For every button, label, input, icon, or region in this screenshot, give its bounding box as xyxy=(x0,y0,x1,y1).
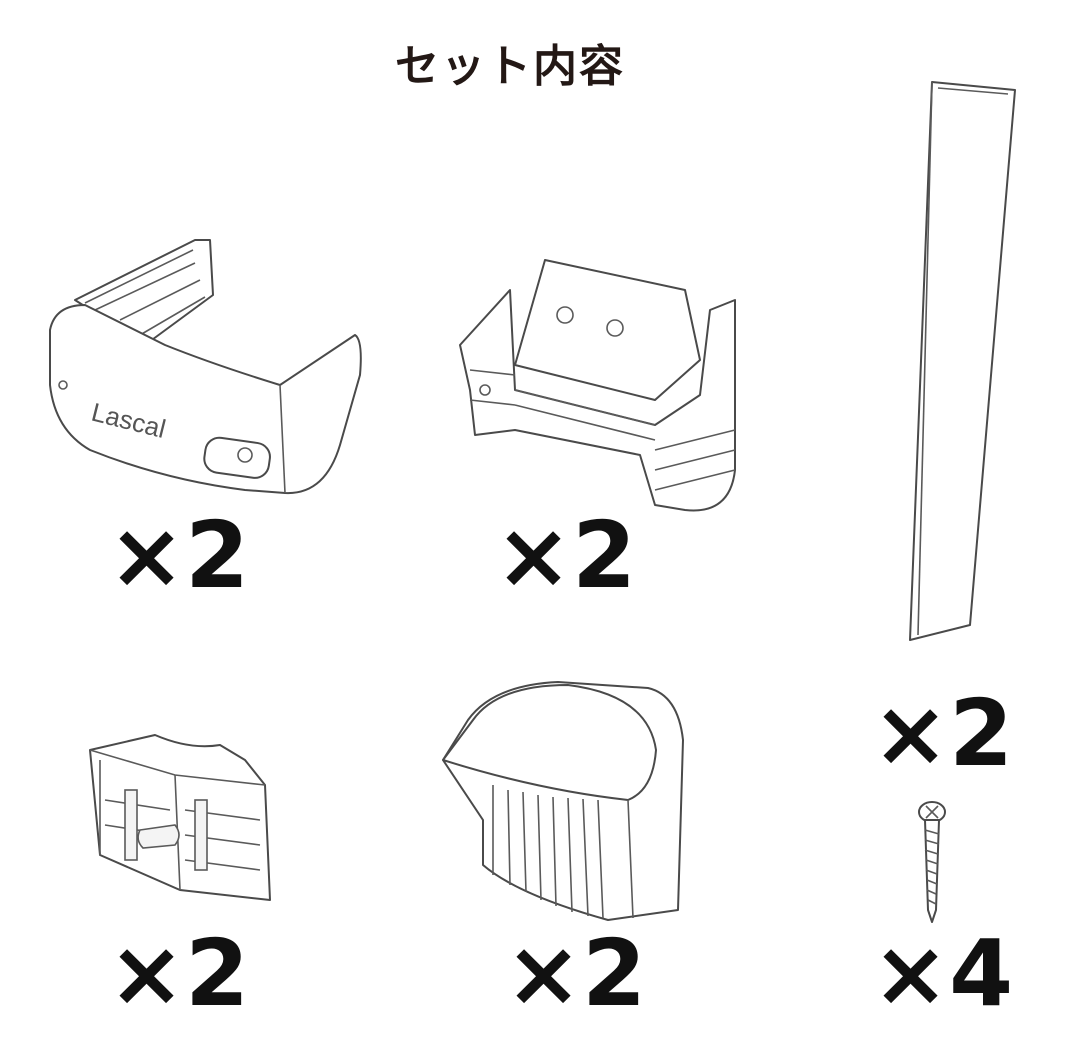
corner-clip-icon: Lascal xyxy=(49,239,362,495)
screw-icon xyxy=(918,801,946,923)
small-bracket-icon xyxy=(89,734,271,901)
quantity-label: ×2 xyxy=(872,680,1014,787)
long-strip-icon xyxy=(909,81,1016,641)
quantity-label: ×2 xyxy=(108,920,250,1027)
quantity-label: ×4 xyxy=(872,920,1014,1027)
page-title: セット内容 xyxy=(395,41,625,92)
quantity-label: ×2 xyxy=(108,502,250,609)
quantity-label: ×2 xyxy=(505,920,647,1027)
quantity-label: ×2 xyxy=(495,502,637,609)
bracket-mount-icon xyxy=(459,259,736,512)
end-cap-icon xyxy=(442,681,684,921)
